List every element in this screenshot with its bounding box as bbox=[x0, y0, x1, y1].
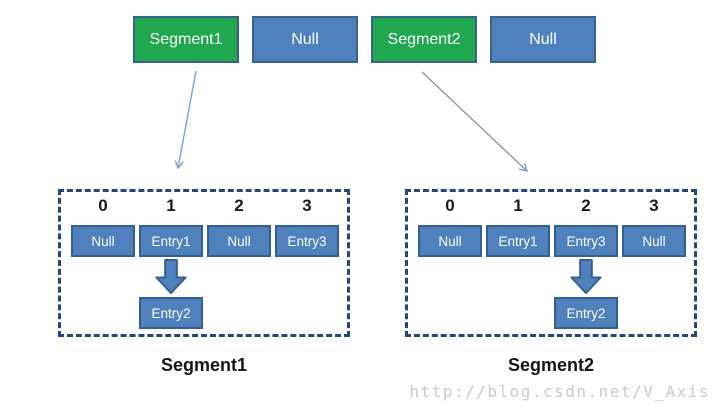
null-box-2: Null bbox=[490, 16, 596, 63]
hang-entry-box: Entry2 bbox=[554, 297, 618, 329]
segment1-title: Segment1 bbox=[160, 355, 248, 375]
bucket-cell: Null bbox=[418, 225, 482, 257]
segment2-box: Segment2 bbox=[371, 16, 477, 63]
bucket-cell: Null bbox=[622, 225, 686, 257]
segment2-title: Segment2 bbox=[507, 355, 595, 375]
segment2-table: 0 1 2 3 Null Entry1 Entry3 Null Entry2 bbox=[405, 189, 697, 337]
hang-entry-box: Entry2 bbox=[139, 297, 203, 329]
index-label: 1 bbox=[166, 196, 176, 215]
index-label: 3 bbox=[302, 196, 312, 215]
null-box-1: Null bbox=[252, 16, 358, 63]
bucket-cell: Entry3 bbox=[554, 225, 618, 257]
segment1-table: 0 1 2 3 Null Entry1 Null Entry3 Entry2 bbox=[58, 189, 350, 337]
bucket-cell: Entry3 bbox=[275, 225, 339, 257]
down-arrow-icon bbox=[155, 259, 187, 295]
index-label: 2 bbox=[581, 196, 591, 215]
bucket-row: Null Entry1 Null Entry3 bbox=[71, 225, 339, 257]
index-label: 2 bbox=[234, 196, 244, 215]
index-label: 3 bbox=[649, 196, 659, 215]
watermark-text: http://blog.csdn.net/V_Axis bbox=[409, 382, 710, 401]
bucket-cell: Null bbox=[207, 225, 271, 257]
index-label: 1 bbox=[513, 196, 523, 215]
bucket-cell: Null bbox=[71, 225, 135, 257]
segment1-arrow bbox=[174, 70, 197, 170]
index-label: 0 bbox=[445, 196, 455, 215]
segment2-arrow bbox=[421, 71, 529, 173]
bucket-row: Null Entry1 Entry3 Null bbox=[418, 225, 686, 257]
bucket-cell: Entry1 bbox=[139, 225, 203, 257]
index-row: 0 1 2 3 bbox=[71, 196, 343, 216]
segment1-box: Segment1 bbox=[133, 16, 239, 63]
index-label: 0 bbox=[98, 196, 108, 215]
segment-array-row: Segment1 Null Segment2 Null bbox=[133, 16, 596, 63]
bucket-cell: Entry1 bbox=[486, 225, 550, 257]
index-row: 0 1 2 3 bbox=[418, 196, 690, 216]
down-arrow-icon bbox=[570, 259, 602, 295]
